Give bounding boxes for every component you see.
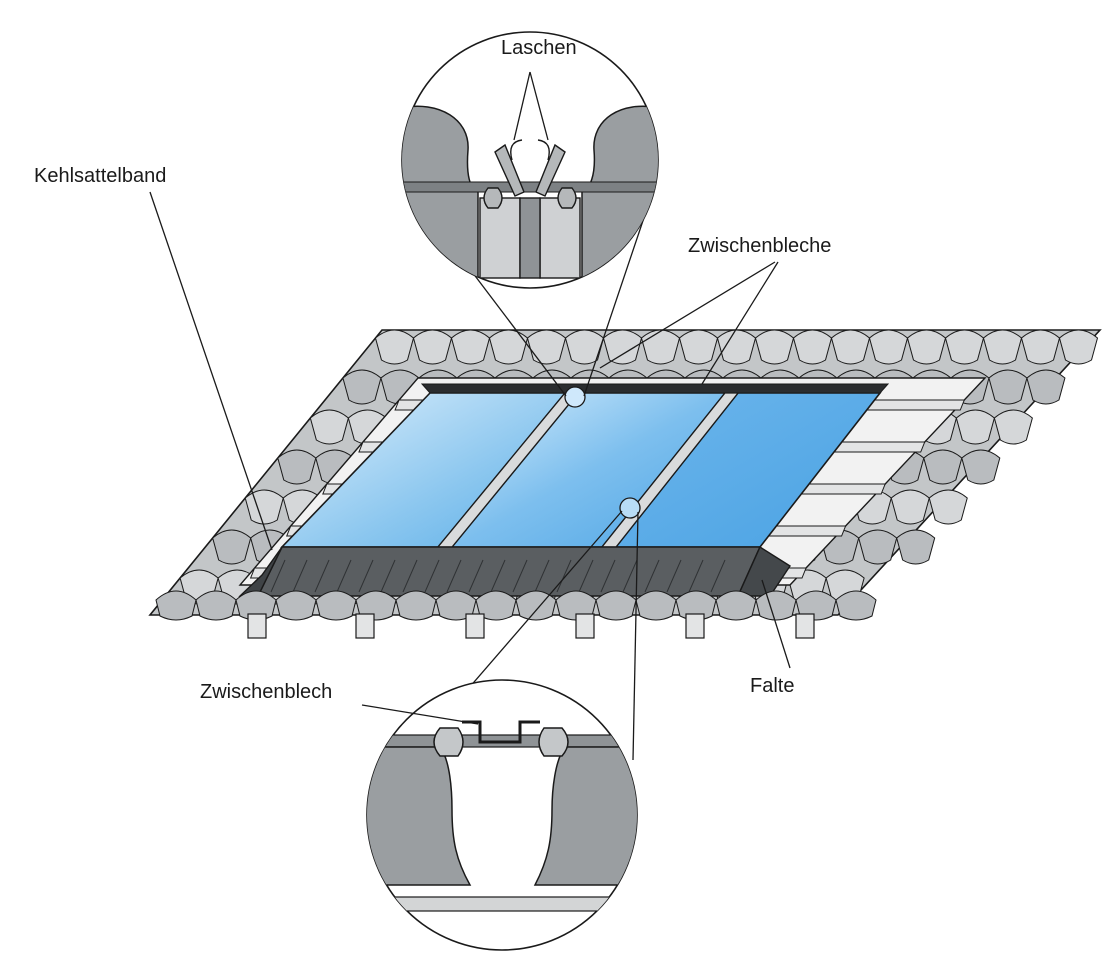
tab-right: [535, 143, 566, 197]
detail-top: [401, 31, 659, 289]
roof-tile: [602, 329, 643, 365]
roof-tile: [309, 409, 349, 445]
roof-tile: [830, 329, 871, 365]
label-falte: Falte: [750, 675, 794, 697]
roof-tile: [961, 449, 1001, 485]
band-hatch-line: [270, 559, 286, 593]
roof-tile: [374, 329, 415, 365]
roof-tile: [564, 329, 605, 365]
rafter-end: [465, 613, 485, 639]
band-hatch-line: [314, 559, 330, 593]
rafter-end: [575, 613, 595, 639]
rafter-end: [795, 613, 815, 639]
front-tile: [155, 590, 197, 621]
roof-tile: [716, 329, 757, 365]
roof-tile: [1058, 329, 1099, 365]
band-hatch-line: [578, 559, 594, 593]
roof-tile: [754, 329, 795, 365]
band-hatch-line: [292, 559, 308, 593]
band-hatch-line: [424, 559, 440, 593]
roof-tile: [868, 329, 909, 365]
tile-right-bottom: [533, 746, 637, 886]
front-tile-row: [155, 590, 877, 621]
tile-left-bottom: [367, 746, 472, 886]
label-leaders: [149, 191, 791, 725]
label-kehlsattelband: Kehlsattelband: [34, 165, 166, 187]
roof-tile: [890, 489, 930, 525]
band-hatch-line: [556, 559, 572, 593]
front-tile: [715, 590, 757, 621]
band-hatch-line: [666, 559, 682, 593]
roof-tile: [450, 329, 491, 365]
valley-sealing-band: [256, 546, 762, 597]
front-tile: [595, 590, 637, 621]
rafter-end: [355, 613, 375, 639]
front-tile: [395, 590, 437, 621]
roof-tile: [342, 369, 382, 405]
roof-tile: [928, 489, 968, 525]
roof-tile: [526, 329, 567, 365]
roof-tile: [923, 449, 963, 485]
label-zwischenblech: Zwischenblech: [200, 681, 332, 703]
front-tile: [515, 590, 557, 621]
tile-left-top: [402, 105, 479, 288]
front-tile: [195, 590, 237, 621]
band-hatch-line: [688, 559, 704, 593]
detail-marker-bottom: [619, 497, 641, 519]
roof-tile: [906, 329, 947, 365]
rail-left: [479, 197, 521, 279]
front-tile: [275, 590, 317, 621]
front-tile: [475, 590, 517, 621]
roof-tile: [944, 329, 985, 365]
band-hatch-line: [644, 559, 660, 593]
roof-tile: [244, 489, 284, 525]
roof-tile: [988, 369, 1028, 405]
roof-tile: [412, 329, 453, 365]
front-tile: [755, 590, 797, 621]
roof-tile: [955, 409, 995, 445]
band-hatch-line: [358, 559, 374, 593]
band-hatch-line: [600, 559, 616, 593]
roof-tile: [1026, 369, 1066, 405]
front-tile: [315, 590, 357, 621]
front-tile: [635, 590, 677, 621]
band-hatch-line: [402, 559, 418, 593]
band-hatch-line: [336, 559, 352, 593]
top-frame: [420, 383, 890, 394]
roof-tile: [277, 449, 317, 485]
band-hatch-line: [446, 559, 462, 593]
band-hatch: [270, 559, 726, 593]
band-hatch-line: [468, 559, 484, 593]
front-tile: [835, 590, 877, 621]
band-hatch-line: [710, 559, 726, 593]
front-tile: [235, 590, 277, 621]
roof-tile: [212, 529, 252, 565]
roof-tile: [640, 329, 681, 365]
band-hatch-line: [512, 559, 528, 593]
rafter-ends: [247, 613, 815, 639]
label-laschen: Laschen: [501, 37, 577, 59]
band-hatch-line: [622, 559, 638, 593]
roof-tile: [488, 329, 529, 365]
roof-tile: [896, 529, 936, 565]
rafter-end: [247, 613, 267, 639]
tab-left: [494, 143, 525, 197]
roof-tile: [982, 329, 1023, 365]
roof-tile: [858, 529, 898, 565]
rafter-end: [685, 613, 705, 639]
band-hatch-line: [534, 559, 550, 593]
rail-right: [539, 197, 581, 279]
roof-tile: [1020, 329, 1061, 365]
roof-tile: [678, 329, 719, 365]
detail-marker-top: [564, 386, 586, 408]
band-hatch-line: [380, 559, 396, 593]
roof-tile: [993, 409, 1033, 445]
roof-tile: [792, 329, 833, 365]
intermediate-sheet-profile: [462, 720, 540, 744]
detail-bottom: [366, 679, 638, 951]
band-hatch-line: [490, 559, 506, 593]
label-zwischenbleche: Zwischenbleche: [688, 235, 831, 257]
band-fold-left: [238, 546, 283, 597]
